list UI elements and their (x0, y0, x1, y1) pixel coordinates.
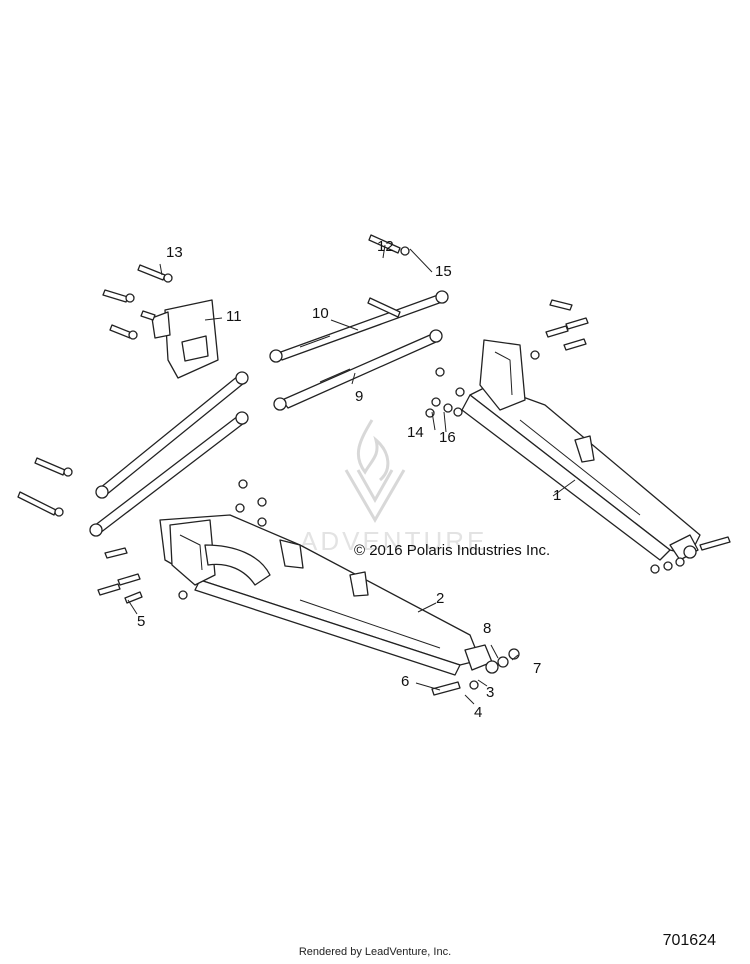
callout-14: 14 (407, 424, 424, 441)
callout-2: 2 (436, 590, 444, 607)
callout-8: 8 (483, 620, 491, 637)
watermark-logo: ADVENTURE (300, 419, 487, 556)
callout-4: 4 (474, 704, 482, 721)
diagram-id: 701624 (662, 932, 716, 949)
callout-3: 3 (486, 684, 494, 701)
leader-lines (127, 244, 576, 705)
rendered-by-text: Rendered by LeadVenture, Inc. (298, 946, 452, 958)
trailing-arm-left (159, 514, 493, 676)
callout-16: 16 (439, 429, 456, 446)
bolts (17, 234, 731, 696)
link-rod-left-lower (89, 411, 249, 537)
callout-9: 9 (355, 388, 363, 405)
callout-13: 13 (166, 244, 183, 261)
trailing-arm-right (461, 339, 701, 561)
callout-1: 1 (553, 487, 561, 504)
link-rod-left-upper (95, 371, 249, 499)
link-rod-9 (273, 329, 443, 411)
callout-11: 11 (226, 308, 242, 325)
callouts: 1 2 3 4 5 6 7 8 9 10 11 12 13 14 15 16 (137, 238, 561, 721)
callout-7: 7 (533, 660, 541, 677)
callout-6: 6 (401, 673, 409, 690)
callout-15: 15 (435, 263, 452, 280)
callout-12: 12 (377, 238, 394, 255)
nuts-washers (54, 246, 685, 690)
mount-bracket (151, 299, 219, 379)
link-rod-10 (269, 290, 449, 363)
callout-5: 5 (137, 613, 145, 630)
callout-10: 10 (312, 305, 329, 322)
copyright-text: © 2016 Polaris Industries Inc. (354, 542, 550, 559)
watermark-text: ADVENTURE (300, 526, 487, 556)
